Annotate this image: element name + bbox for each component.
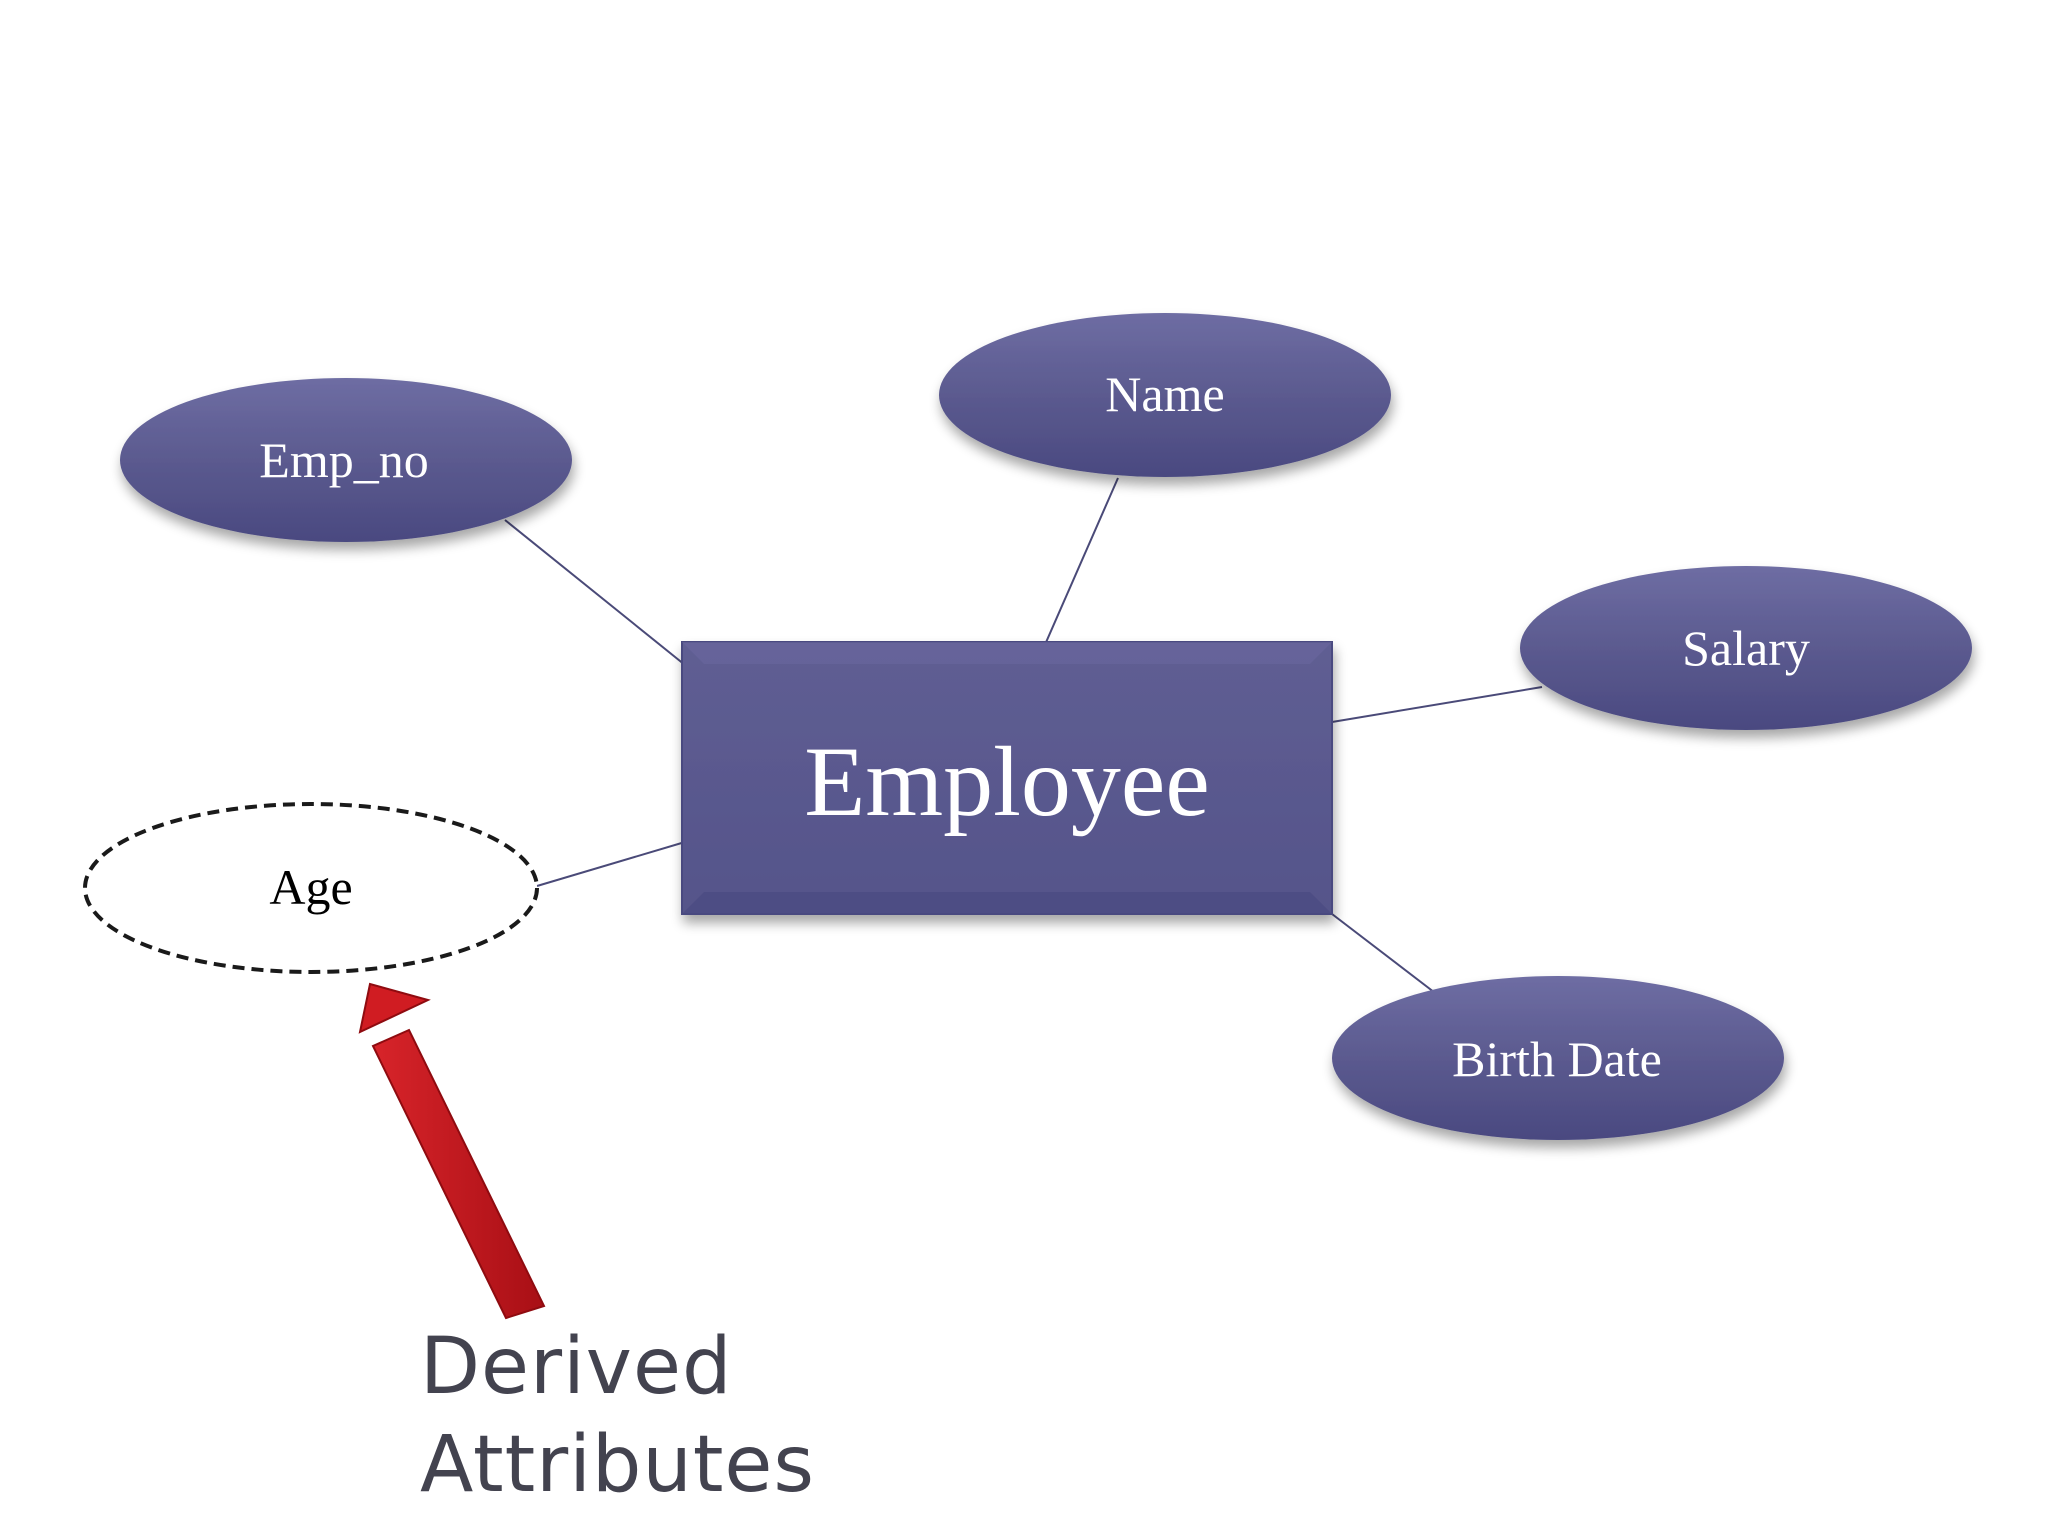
attribute-ellipse <box>939 313 1391 477</box>
entity-bevel-bottom <box>682 892 1332 914</box>
attribute-ellipse <box>1332 976 1784 1140</box>
attribute-ellipse <box>120 378 572 542</box>
connector-salary <box>1331 686 1543 723</box>
attribute-label: Birth Date <box>1452 1031 1662 1087</box>
attribute-label: Name <box>1105 366 1224 422</box>
attribute-ellipse <box>1520 566 1972 730</box>
entity-bevel <box>682 642 1332 664</box>
connector-name <box>1032 477 1119 673</box>
attribute-emp-no[interactable]: Emp_no <box>120 378 572 542</box>
attribute-age-derived[interactable]: Age <box>83 802 539 974</box>
connectors <box>504 477 1543 1013</box>
connector-age <box>536 841 686 887</box>
caption-line-1: Derived <box>420 1322 733 1412</box>
attribute-name[interactable]: Name <box>939 313 1391 477</box>
derived-attribute-ellipse <box>83 802 539 974</box>
arrow-shaft <box>371 1028 546 1320</box>
annotation-arrow <box>358 982 546 1320</box>
arrow-head <box>358 982 431 1034</box>
caption-line-2: Attributes <box>420 1420 816 1510</box>
connector-emp-no <box>504 519 686 666</box>
attribute-label: Emp_no <box>259 432 428 488</box>
entity-employee[interactable]: Employee <box>681 641 1333 915</box>
attribute-salary[interactable]: Salary <box>1520 566 1972 730</box>
entity-label: Employee <box>804 726 1209 837</box>
attribute-label: Age <box>269 859 352 915</box>
derived-attributes-caption: Derived Attributes <box>420 1318 815 1514</box>
attribute-birth-date[interactable]: Birth Date <box>1332 976 1784 1140</box>
entity-box <box>681 641 1333 915</box>
attribute-label: Salary <box>1682 620 1810 676</box>
